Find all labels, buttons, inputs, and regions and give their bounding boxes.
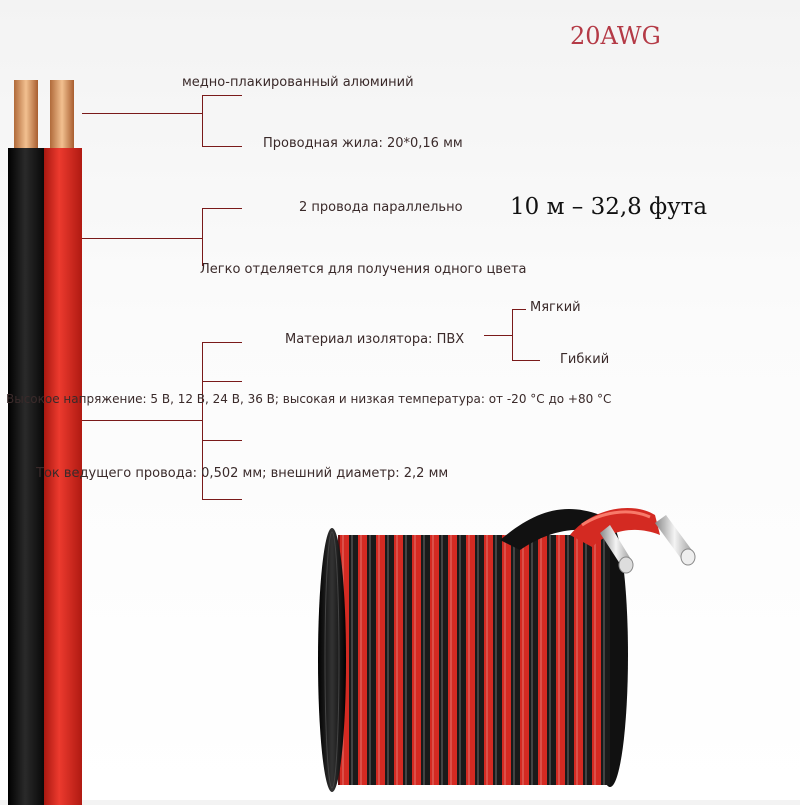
leader-conductor-v	[202, 95, 203, 147]
winding-highlight	[594, 535, 596, 785]
wire-end-black	[500, 509, 610, 550]
winding-highlight	[405, 535, 407, 785]
soft-label: Мягкий	[530, 300, 581, 315]
winding-highlight	[468, 535, 470, 785]
leader-parallel-h	[82, 238, 202, 239]
winding-highlight	[477, 535, 479, 785]
winding-highlight	[459, 535, 461, 785]
length-label: 10 м – 32,8 фута	[510, 194, 708, 220]
winding-stripe	[439, 535, 448, 785]
winding-highlight	[432, 535, 434, 785]
winding-highlight	[369, 535, 371, 785]
winding-stripe	[583, 535, 592, 785]
winding-stripe	[484, 535, 493, 785]
winding-highlight	[360, 535, 362, 785]
winding-stripe	[529, 535, 538, 785]
winding-stripe	[385, 535, 394, 785]
leader-conductor-h	[82, 113, 202, 114]
winding-stripe	[448, 535, 457, 785]
winding-stripe	[556, 535, 565, 785]
winding-highlight	[486, 535, 488, 785]
leader-props-v	[202, 342, 203, 500]
parallel-label: 2 провода параллельно	[299, 200, 463, 215]
winding-highlight	[567, 535, 569, 785]
flexible-label: Гибкий	[560, 352, 610, 367]
winding-stripe	[403, 535, 412, 785]
spool-flange-front	[318, 528, 346, 792]
spool-windings	[340, 535, 610, 785]
winding-highlight	[540, 535, 542, 785]
leader-soft-flex-h	[484, 335, 512, 336]
winding-highlight	[351, 535, 353, 785]
leader-parallel-top	[202, 208, 242, 209]
winding-stripe	[601, 535, 610, 785]
winding-highlight	[522, 535, 524, 785]
wire-strands-left	[600, 525, 634, 574]
winding-highlight	[423, 535, 425, 785]
copper-core-black	[14, 80, 38, 152]
leader-props-3	[202, 440, 242, 441]
separable-label: Легко отделяется для получения одного цв…	[200, 262, 527, 277]
winding-stripe	[511, 535, 520, 785]
winding-highlight	[513, 535, 515, 785]
gauge-title: 20AWG	[570, 22, 661, 50]
winding-highlight	[441, 535, 443, 785]
winding-stripe	[376, 535, 385, 785]
wire-strands-right	[655, 515, 696, 566]
leader-conductor-top	[202, 95, 242, 96]
voltage-temp-label: Высокое напряжение: 5 В, 12 В, 24 В, 36 …	[6, 392, 612, 406]
winding-highlight	[396, 535, 398, 785]
winding-highlight	[549, 535, 551, 785]
leader-props-1	[202, 342, 242, 343]
winding-stripe	[421, 535, 430, 785]
winding-stripe	[520, 535, 529, 785]
winding-highlight	[603, 535, 605, 785]
leader-props-h	[82, 420, 202, 421]
black-wire	[8, 148, 46, 805]
leader-parallel-v	[202, 208, 203, 266]
winding-stripe	[457, 535, 466, 785]
diameter-label: Ток ведущего провода: 0,502 мм; внешний …	[36, 466, 449, 481]
conductor-material-label: медно-плакированный алюминий	[182, 75, 414, 90]
winding-highlight	[576, 535, 578, 785]
winding-stripe	[367, 535, 376, 785]
winding-highlight	[504, 535, 506, 785]
winding-highlight	[558, 535, 560, 785]
winding-highlight	[531, 535, 533, 785]
winding-highlight	[414, 535, 416, 785]
leader-props-4	[202, 499, 242, 500]
insulation-label: Материал изолятора: ПВХ	[285, 332, 465, 347]
leader-soft	[512, 309, 526, 310]
winding-stripe	[349, 535, 358, 785]
leader-flex	[512, 360, 540, 361]
winding-stripe	[394, 535, 403, 785]
red-wire	[44, 148, 82, 805]
leader-props-2	[202, 381, 242, 382]
twin-wire-illustration	[8, 80, 82, 805]
winding-stripe	[592, 535, 601, 785]
leader-conductor-bottom	[202, 146, 242, 147]
copper-core-red	[50, 80, 74, 152]
winding-stripe	[466, 535, 475, 785]
core-spec-label: Проводная жила: 20*0,16 мм	[263, 136, 463, 151]
winding-highlight	[387, 535, 389, 785]
cable-spool-illustration	[318, 507, 696, 792]
winding-stripe	[502, 535, 511, 785]
winding-stripe	[565, 535, 574, 785]
winding-stripe	[547, 535, 556, 785]
winding-stripe	[574, 535, 583, 785]
winding-stripe	[493, 535, 502, 785]
winding-highlight	[585, 535, 587, 785]
winding-stripe	[358, 535, 367, 785]
winding-stripe	[412, 535, 421, 785]
winding-stripe	[430, 535, 439, 785]
winding-stripe	[475, 535, 484, 785]
winding-highlight	[378, 535, 380, 785]
winding-stripe	[538, 535, 547, 785]
winding-highlight	[450, 535, 452, 785]
winding-highlight	[495, 535, 497, 785]
leader-soft-flex-v	[512, 309, 513, 361]
